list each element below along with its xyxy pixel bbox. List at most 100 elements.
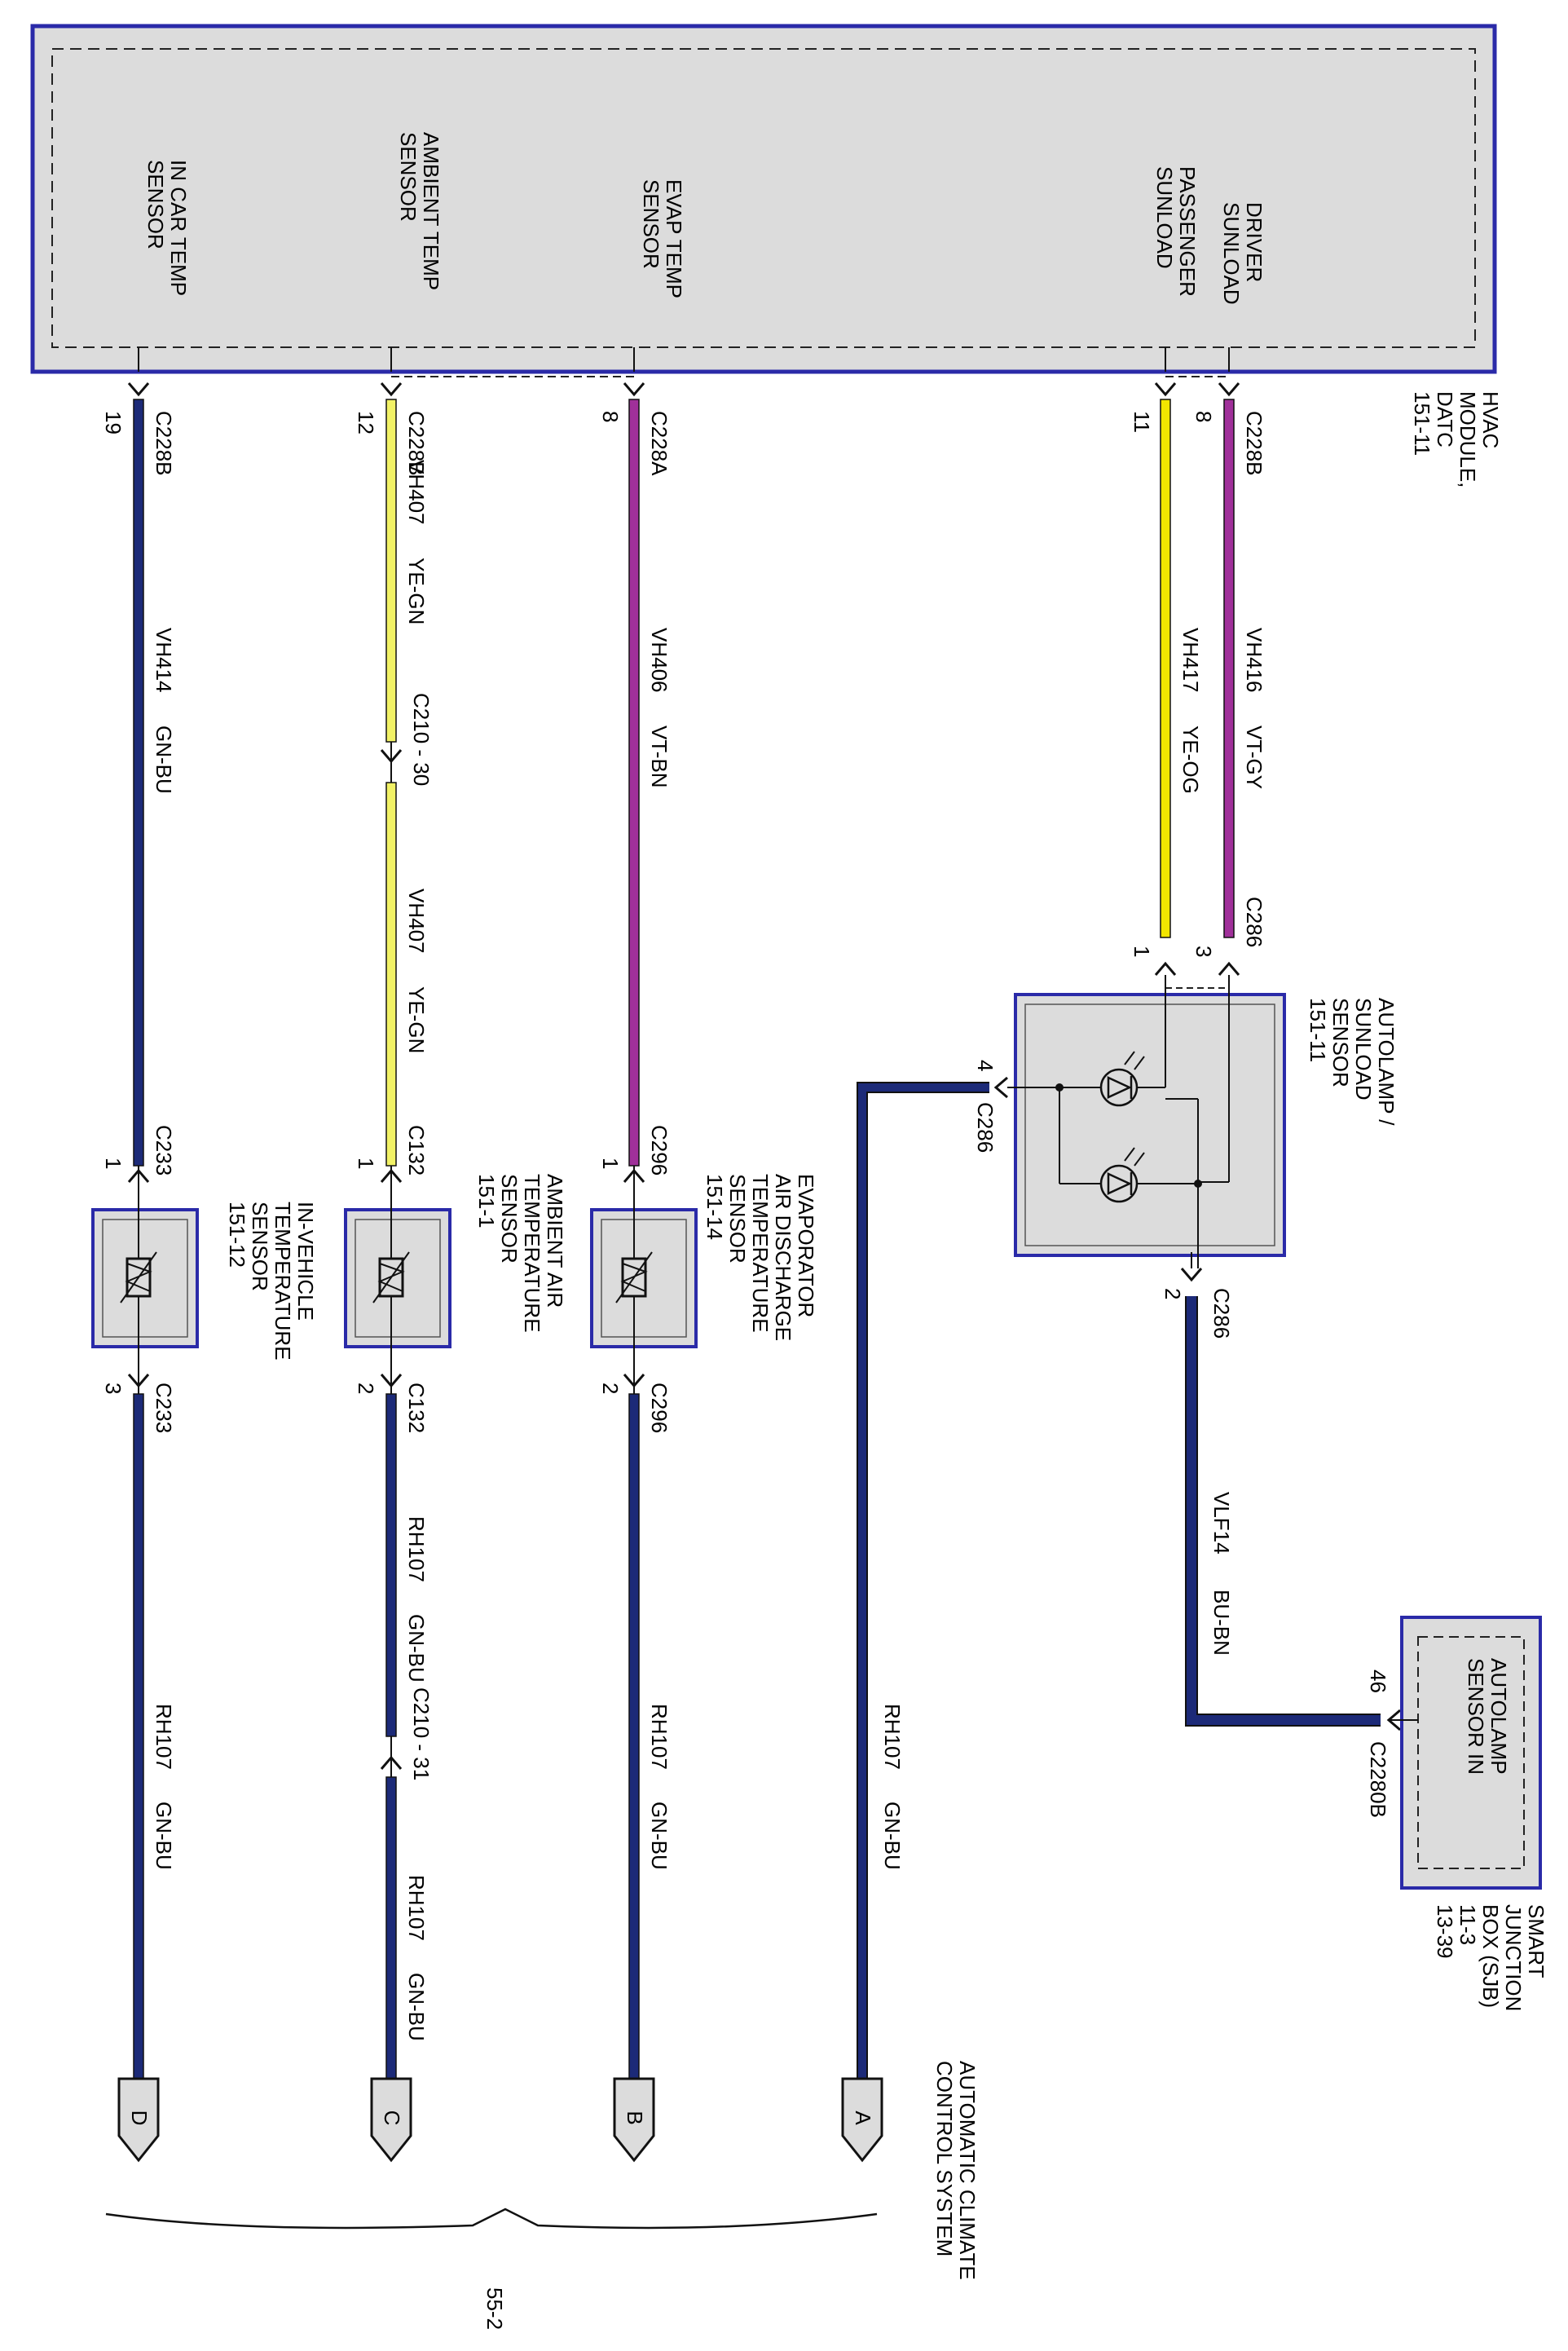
wire-rh107-c1	[385, 1393, 397, 1737]
wire-label-rh107-c2-circuit: RH107	[404, 1875, 429, 1941]
sjb-pin-label: AUTOLAMP SENSOR IN	[1464, 1658, 1511, 1780]
autolamp-label: AUTOLAMP / SUNLOAD SENSOR 151-11	[1306, 998, 1398, 1131]
chev-c228a-8	[623, 382, 645, 397]
wire-label-rh107-d-circuit: RH107	[152, 1704, 176, 1770]
pin-c132-2: 2	[354, 1383, 378, 1394]
label-c286-top: C286	[1242, 897, 1266, 947]
wire-label-vh416-color: VT-GY	[1242, 726, 1266, 789]
wire-vh407-b	[385, 782, 397, 1167]
invehicle-sensor-inner	[102, 1219, 188, 1338]
page-reference: 55-2	[482, 2287, 507, 2330]
wire-label-vh407-a-color: YE-GN	[404, 558, 429, 624]
label-c233-3: C233	[152, 1383, 176, 1433]
hvac-module: HVAC MODULE, DATC 151-11 IN CAR TEMP SEN…	[30, 24, 1503, 487]
evap-sensor-inner	[601, 1219, 687, 1338]
pin-label-in-car-temp: IN CAR TEMP SENSOR	[143, 160, 191, 302]
junction-dot-1	[1055, 1083, 1064, 1092]
grouping-brace	[105, 2208, 878, 2230]
label-c132-1: C132	[404, 1125, 429, 1176]
photodiode-top-icon	[1099, 1051, 1145, 1107]
photodiode-top-light-arrows	[1124, 1051, 1145, 1070]
pin-c286-3: 3	[1191, 946, 1216, 957]
terminal-b[interactable]: B	[613, 2077, 655, 2163]
sjb-inner-dash	[1417, 1636, 1525, 1869]
pin-c132-1: 1	[354, 1158, 378, 1169]
wire-label-vh414-color: GN-BU	[152, 726, 176, 794]
in-vehicle-temp-sensor: IN-VEHICLE TEMPERATURE SENSOR 151-12	[91, 1182, 318, 1374]
wire-label-vh406-circuit: VH406	[647, 628, 672, 693]
ambient-thermistor-arrow	[372, 1251, 410, 1303]
label-c296-1: C296	[647, 1125, 672, 1176]
label-c286-2: C286	[1209, 1288, 1234, 1339]
wire-vh406	[628, 399, 640, 1167]
terminal-a[interactable]: A	[841, 2077, 883, 2163]
label-c228b-19: C228B	[152, 411, 176, 476]
terminal-b-label: B	[623, 2111, 647, 2124]
wire-vh414	[133, 399, 144, 1167]
invehicle-sensor-label: IN-VEHICLE TEMPERATURE SENSOR 151-12	[225, 1202, 318, 1366]
pin-c286-2: 2	[1161, 1288, 1185, 1299]
wire-labels: VH414 GN-BU VH407 YE-GN VH407 YE-GN VH40…	[152, 460, 1266, 2041]
pin-label-ambient-temp: AMBIENT TEMP SENSOR	[396, 132, 443, 296]
wire-label-rh107-d-color: GN-BU	[152, 1802, 176, 1870]
pin-label-driver-sunload: DRIVER SUNLOAD	[1219, 202, 1266, 305]
terminal-tags: A B C D	[117, 2077, 883, 2163]
pin-c296-1: 1	[598, 1158, 623, 1169]
wire-vh407-a	[385, 399, 397, 743]
wire-label-rh107-a-color: GN-BU	[880, 1802, 905, 1870]
ambient-sensor-label: AMBIENT AIR TEMPERATURE SENSOR 151-1	[474, 1174, 567, 1339]
label-c2280b-46: C2280B	[1366, 1741, 1390, 1818]
connector-labels: C228B 19 C228B 12 C228A 8 C228B 8 11 C21…	[101, 411, 1390, 1818]
wire-label-rh107-c1-color: GN-BU	[404, 1614, 429, 1683]
wire-rh107-c2	[385, 1776, 397, 2080]
photodiode-bottom-triangle	[1107, 1172, 1132, 1195]
terminal-d-shape	[117, 2077, 160, 2163]
wire-vh416	[1223, 399, 1235, 938]
pin-c228b-12: 12	[354, 411, 378, 434]
pin-c233-3: 3	[101, 1383, 126, 1394]
chev-c286-4	[993, 1076, 1008, 1099]
pin-c296-2: 2	[598, 1383, 623, 1394]
wire-label-vh407-a-circuit: VH407	[404, 460, 429, 525]
thermistor-icon	[372, 1251, 410, 1303]
sjb-box	[1400, 1616, 1542, 1890]
pin-label-passenger-sunload: PASSENGER SUNLOAD	[1152, 166, 1200, 302]
wire-label-rh107-c1-circuit: RH107	[404, 1516, 429, 1582]
photodiode-top-triangle	[1107, 1076, 1132, 1099]
label-c210-30: C210 - 30	[409, 693, 434, 786]
label-c228b-12: C228B	[404, 411, 429, 476]
evap-temp-sensor: EVAPORATOR AIR DISCHARGE TEMPERATURE SEN…	[590, 1174, 818, 1374]
wire-label-rh107-b-circuit: RH107	[647, 1704, 672, 1770]
thermistor-icon	[120, 1251, 157, 1303]
chev-c228b-12	[380, 382, 403, 397]
pin-c233-1: 1	[101, 1158, 126, 1169]
wire-vlf14-fill	[1187, 1296, 1381, 1725]
autolamp-outer-box	[1014, 993, 1286, 1257]
chev-c228b-11	[1154, 382, 1177, 397]
label-c228b-8: C228B	[1242, 411, 1266, 476]
ambient-sensor-inner	[355, 1219, 441, 1338]
pin-label-evap-temp: EVAP TEMP SENSOR	[639, 179, 686, 304]
wire-label-rh107-b-color: GN-BU	[647, 1802, 672, 1870]
label-c132-2: C132	[404, 1383, 429, 1433]
wire-label-vlf14-color: BU-BN	[1209, 1590, 1234, 1656]
chev-c286-2	[1180, 1268, 1203, 1282]
chev-c286-3	[1218, 961, 1240, 976]
wire-rh107-b	[628, 1393, 640, 2080]
label-c210-31: C210 - 31	[409, 1687, 434, 1780]
chevron-stubs	[138, 742, 635, 1777]
terminal-c[interactable]: C	[370, 2077, 412, 2163]
wire-label-vlf14-circuit: VLF14	[1209, 1492, 1234, 1555]
terminal-d[interactable]: D	[117, 2077, 160, 2163]
pin-c228b-19: 19	[101, 411, 126, 434]
wire-label-vh416-circuit: VH416	[1242, 628, 1266, 693]
terminal-c-shape	[370, 2077, 412, 2163]
wire-rh107-a-fill	[858, 1083, 989, 2079]
wire-label-vh407-b-circuit: VH407	[404, 889, 429, 954]
wire-label-vh417-circuit: VH417	[1178, 628, 1203, 693]
chev-c286-1	[1154, 961, 1177, 976]
wire-rh107-d	[133, 1393, 144, 2080]
smart-junction-box: AUTOLAMP SENSOR IN SMART JUNCTION BOX (S…	[1389, 1616, 1548, 2011]
ambient-air-temp-sensor: AMBIENT AIR TEMPERATURE SENSOR 151-1	[344, 1174, 567, 1374]
